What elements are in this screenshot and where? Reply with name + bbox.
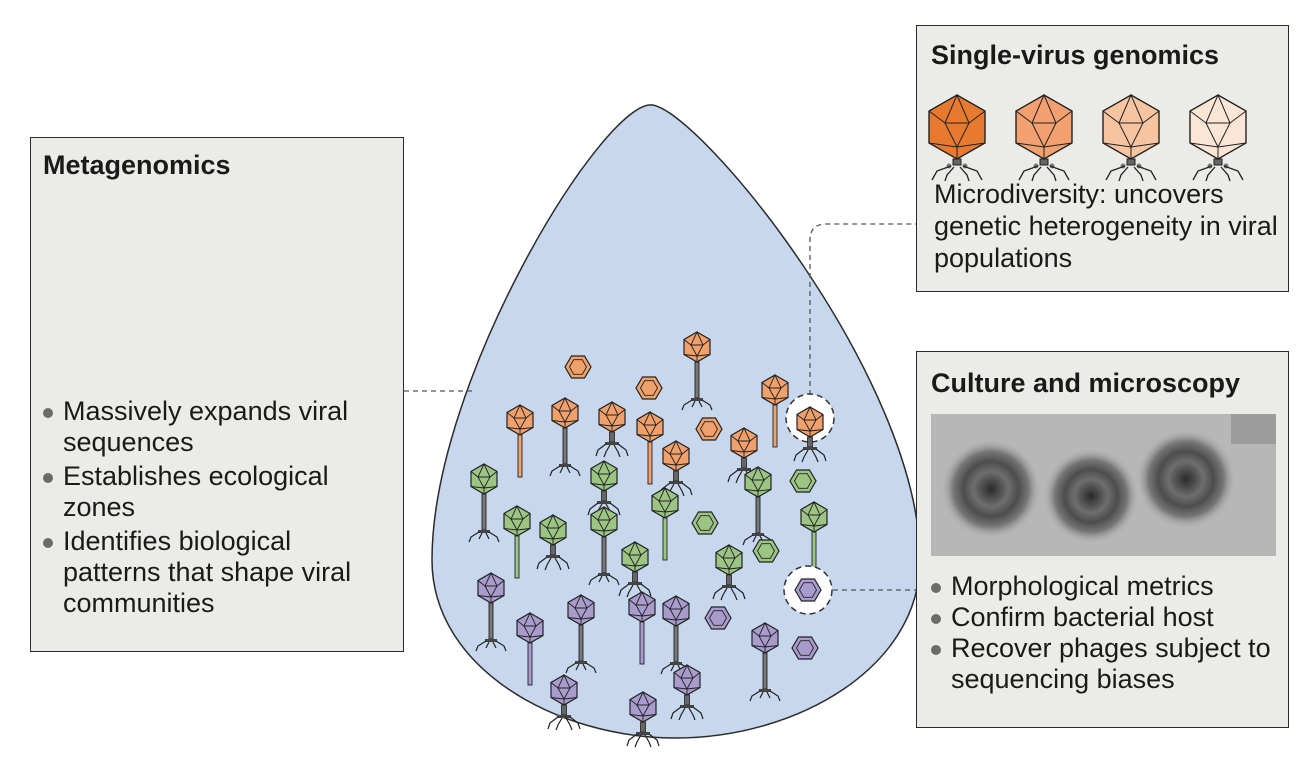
highlight-single-phage — [785, 393, 835, 463]
list-item: Establishes ecological zones — [41, 461, 391, 523]
metagenomics-bullets: Massively expands viral sequences Establ… — [41, 396, 391, 622]
metagenomics-panel: Metagenomics Massively expands viral seq… — [30, 137, 404, 652]
bullet-dot — [43, 473, 53, 483]
highlight-cultured-virus — [783, 565, 833, 615]
bullet-dot — [931, 583, 941, 593]
microscopy-image — [931, 414, 1276, 556]
culture-bullets: Morphological metrics Confirm bacterial … — [929, 571, 1284, 695]
single-virus-description: Microdiversity: uncovers genetic heterog… — [934, 179, 1278, 273]
single-virus-panel: Single-virus genomics Microdiversity: un… — [916, 25, 1289, 292]
culture-panel: Culture and microscopy Morphological met… — [916, 351, 1289, 728]
connector-single-virus — [809, 223, 916, 395]
list-item: Confirm bacterial host — [929, 602, 1284, 633]
bullet-dot — [931, 645, 941, 655]
single-virus-title: Single-virus genomics — [931, 40, 1220, 70]
list-item: Massively expands viral sequences — [41, 396, 391, 458]
metagenomics-title: Metagenomics — [43, 150, 231, 180]
bullet-dot — [43, 538, 53, 548]
bullet-dot — [931, 614, 941, 624]
phage-gradient-row — [928, 94, 1247, 182]
list-item: Morphological metrics — [929, 571, 1284, 602]
list-item: Recover phages subject to sequencing bia… — [929, 633, 1284, 695]
list-item: Identifies biological patterns that shap… — [41, 526, 391, 619]
culture-title: Culture and microscopy — [931, 368, 1241, 398]
bullet-dot — [43, 408, 53, 418]
